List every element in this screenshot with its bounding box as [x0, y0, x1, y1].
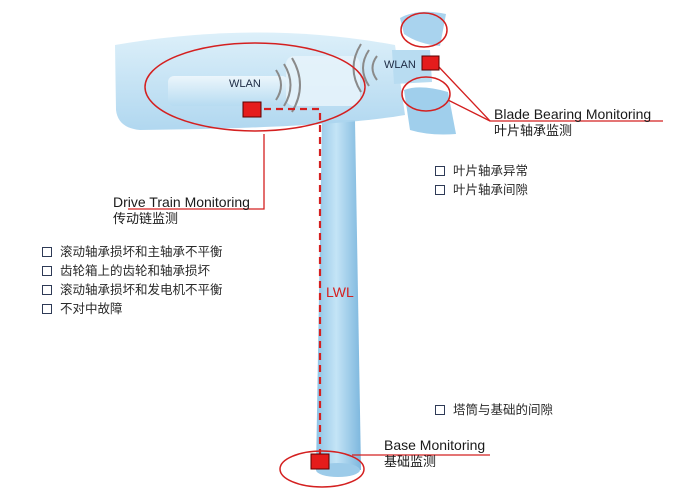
blade-bearing-label-zh: 叶片轴承监测: [494, 124, 573, 139]
lwl-label: LWL: [326, 284, 354, 300]
tower: [316, 120, 361, 470]
base-label-en: Base Monitoring: [384, 437, 486, 453]
checkbox-icon: [42, 246, 52, 257]
list-item: 滚动轴承损坏和主轴承不平衡: [42, 242, 223, 261]
drive-train-fault-list: 滚动轴承损坏和主轴承不平衡 齿轮箱上的齿轮和轴承损坏 滚动轴承损坏和发电机不平衡…: [42, 242, 223, 318]
drive-train-label: Drive Train Monitoring 传动链监测: [113, 194, 250, 228]
checkbox-icon: [42, 303, 52, 314]
list-item: 塔筒与基础的间隙: [435, 400, 553, 419]
checkbox-icon: [435, 184, 445, 195]
main-shaft: [168, 76, 288, 106]
base-sensor: [310, 453, 330, 470]
checkbox-icon: [435, 404, 445, 415]
gearbox: [286, 56, 360, 106]
drive-train-label-zh: 传动链监测: [113, 212, 179, 227]
checkbox-icon: [42, 284, 52, 295]
blade-top-ellipse: [400, 12, 448, 48]
base-label: Base Monitoring 基础监测: [384, 437, 485, 471]
blade-bottom-ellipse: [401, 76, 451, 112]
blade-bearing-label: Blade Bearing Monitoring 叶片轴承监测: [494, 106, 651, 140]
lwl-dashed-line: [264, 107, 322, 458]
base-ellipse: [279, 450, 365, 488]
blade-bearing-fault-list: 叶片轴承异常 叶片轴承间隙: [435, 161, 528, 199]
checkbox-icon: [435, 165, 445, 176]
drive-train-ellipse: [144, 42, 366, 132]
list-item: 滚动轴承损坏和发电机不平衡: [42, 280, 223, 299]
list-item: 齿轮箱上的齿轮和轴承损坏: [42, 261, 223, 280]
base-fault-list: 塔筒与基础的间隙: [435, 400, 553, 419]
checkbox-icon: [42, 265, 52, 276]
blade-top: [400, 11, 446, 46]
hub-sensor: [421, 55, 440, 71]
drive-train-label-en: Drive Train Monitoring: [113, 194, 250, 210]
drive-train-leader: [128, 134, 265, 210]
list-item: 叶片轴承异常: [435, 161, 528, 180]
list-item: 叶片轴承间隙: [435, 180, 528, 199]
list-item: 不对中故障: [42, 299, 223, 318]
blade-bearing-leader-2: [447, 99, 491, 122]
base-label-zh: 基础监测: [384, 455, 437, 470]
drive-train-sensor: [242, 101, 262, 118]
wlan-label-left: WLAN: [229, 78, 261, 90]
wlan-label-right: WLAN: [384, 59, 416, 71]
blade-bearing-label-en: Blade Bearing Monitoring: [494, 106, 652, 122]
wlan-waves-left: [275, 57, 301, 113]
